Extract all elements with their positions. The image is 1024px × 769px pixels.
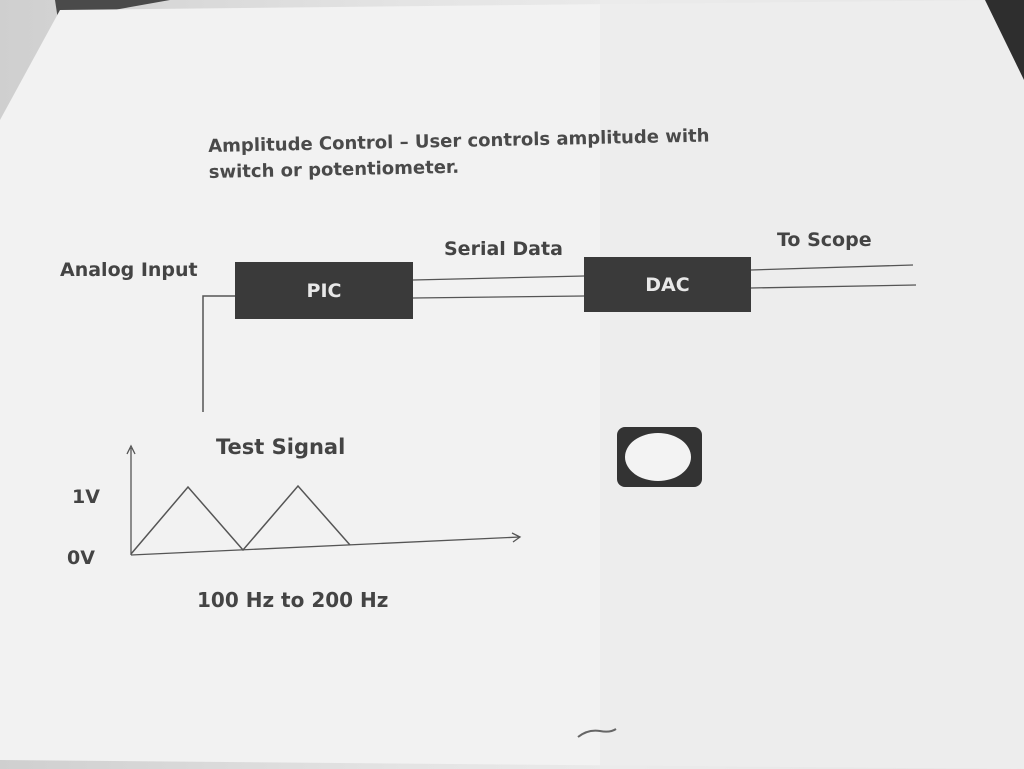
zero-volt-label: 0V [67, 547, 95, 569]
to-scope-label: To Scope [777, 229, 872, 251]
pic-label: PIC [306, 279, 342, 302]
pic-block: PIC [235, 262, 413, 319]
analog-input-wire [202, 295, 235, 412]
dac-label: DAC [645, 273, 690, 296]
dac-block: DAC [584, 257, 751, 312]
scope-wire-top [750, 264, 914, 271]
pen-mark [577, 728, 617, 738]
serial-data-label: Serial Data [444, 238, 563, 260]
signal-x-arrow [511, 532, 522, 543]
signal-y-arrow [126, 444, 136, 455]
frequency-range-label: 100 Hz to 200 Hz [197, 588, 389, 612]
serial-wire-top [412, 275, 585, 281]
paper-shadow [600, 0, 1024, 769]
signal-x-axis [130, 536, 521, 556]
serial-wire-bottom [412, 295, 585, 299]
scope-knob-icon [617, 427, 702, 487]
dark-edge [985, 0, 1024, 80]
diagram-heading: Amplitude Control – User controls amplit… [208, 123, 729, 186]
scope-wire-bottom [750, 284, 917, 289]
one-volt-label: 1V [72, 486, 100, 508]
triangle-wave [130, 484, 351, 555]
analog-input-label: Analog Input [60, 259, 198, 281]
test-signal-label: Test Signal [216, 435, 346, 459]
